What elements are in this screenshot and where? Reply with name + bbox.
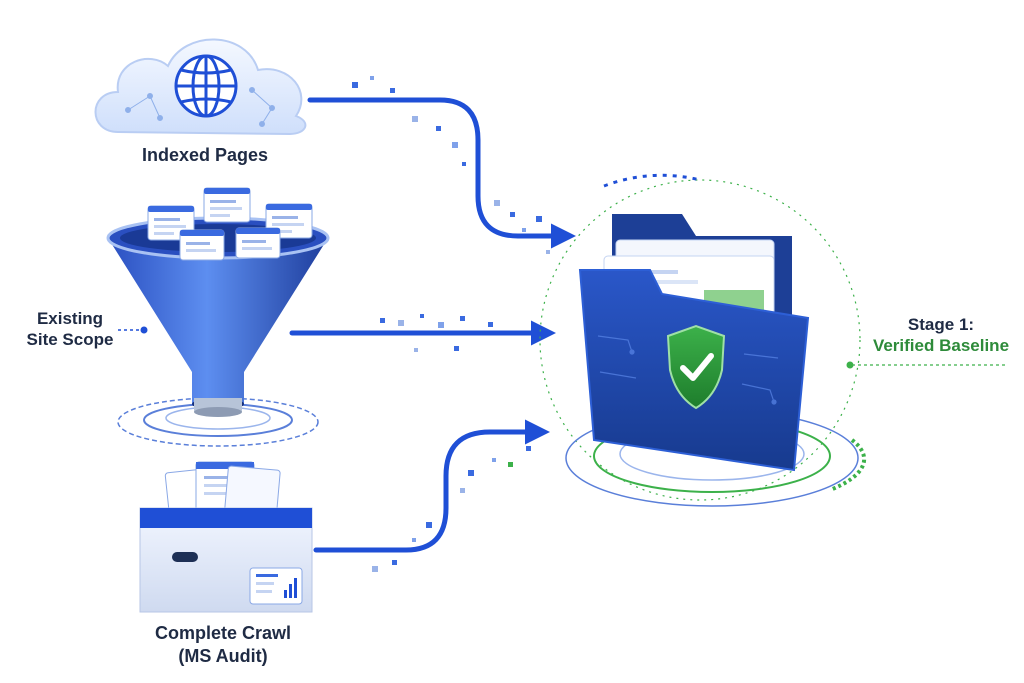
funnel-body [108, 238, 328, 404]
complete-crawl-label-line2: (MS Audit) [178, 645, 268, 666]
globe-icon [174, 54, 238, 118]
complete-crawl-label-line1: Complete Crawl [154, 623, 292, 643]
site-scope-label-line1: Existing [36, 309, 104, 328]
indexed-pages-label-text: Indexed Pages [141, 145, 269, 165]
site-scope-label-line2: Site Scope [26, 330, 114, 350]
indexed-pages-node [94, 38, 307, 136]
stage-label-line2: Verified Baseline [872, 336, 1010, 356]
verified-baseline-node [539, 173, 1006, 507]
arrow-crawl-to-baseline [313, 419, 550, 553]
site-scope-label: Existing Site Scope [20, 308, 120, 351]
site-scope-node [106, 187, 330, 447]
circuit-lines-icon [597, 335, 779, 405]
complete-crawl-label: Complete Crawl (MS Audit) [118, 622, 328, 667]
page-cards-icon [147, 187, 313, 261]
network-lines-icon [125, 87, 275, 127]
flow-arrows [289, 97, 576, 553]
complete-crawl-node [139, 461, 313, 613]
box-label-card-icon [249, 567, 303, 605]
shield-check-icon [666, 324, 726, 410]
verified-baseline-label: Stage 1: Verified Baseline [866, 314, 1016, 357]
stage-label-line1: Stage 1: [907, 315, 975, 334]
indexed-pages-label: Indexed Pages [120, 144, 290, 167]
baseline-halo [539, 179, 861, 501]
data-pixels [352, 76, 550, 572]
arrow-indexed-to-baseline [307, 97, 576, 249]
